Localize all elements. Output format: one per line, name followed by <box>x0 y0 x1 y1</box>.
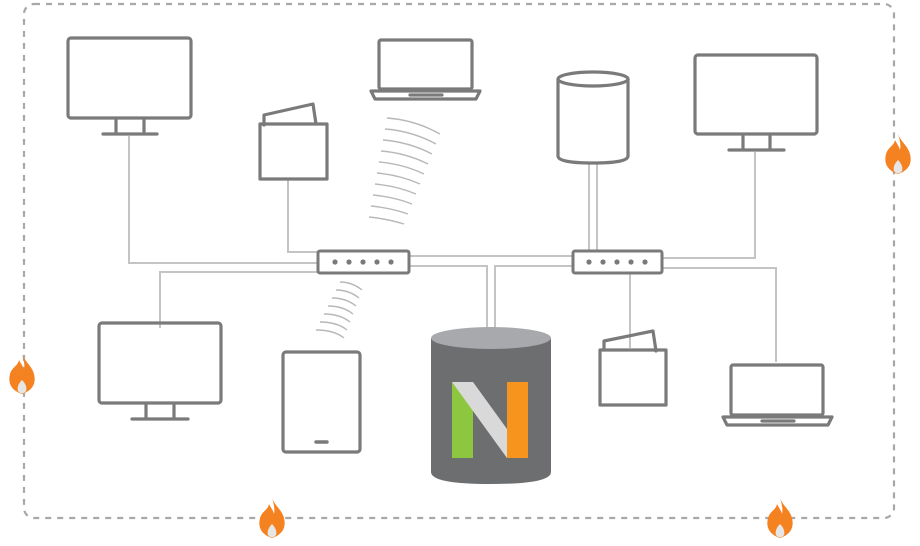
cable-lines <box>128 136 777 362</box>
server-icon <box>431 327 551 484</box>
monitor-icon <box>97 321 223 421</box>
network-switch-icon <box>571 249 664 275</box>
network-perimeter <box>22 2 896 520</box>
printer-icon <box>598 329 668 407</box>
monitor-icon <box>66 36 193 136</box>
database-icon <box>556 70 630 165</box>
wireless-signal-icon <box>368 117 441 225</box>
laptop-icon <box>369 38 482 101</box>
fire-icon <box>259 498 285 538</box>
fire-icon <box>885 134 911 174</box>
company-logo <box>452 382 528 458</box>
printer-icon <box>258 102 329 181</box>
fire-icon <box>9 354 35 394</box>
laptop-icon <box>721 363 834 427</box>
tablet-icon <box>281 350 362 454</box>
network-switch-icon <box>316 249 411 275</box>
fire-icon <box>767 498 793 538</box>
monitor-icon <box>693 53 819 152</box>
wireless-signal-icon <box>315 281 363 339</box>
